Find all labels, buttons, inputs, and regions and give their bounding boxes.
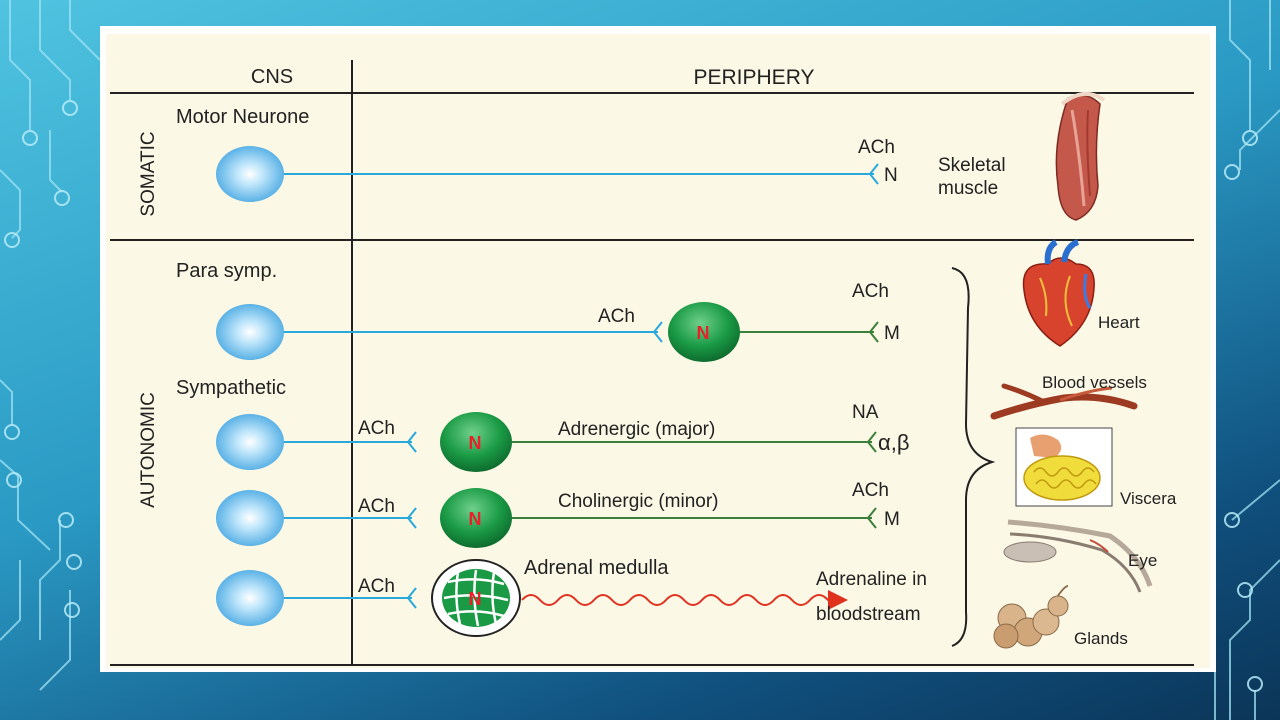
slide-frame: CNS PERIPHERY SOMATIC AUTONOMIC Motor Ne… bbox=[100, 26, 1216, 672]
parasympathetic-title: Para symp. bbox=[176, 260, 277, 282]
autonomic-section-label: AUTONOMIC bbox=[138, 392, 159, 508]
cns-neuron bbox=[216, 570, 284, 626]
organ-label-blood-vessels: Blood vessels bbox=[1042, 373, 1147, 392]
cns-neuron bbox=[216, 304, 284, 360]
skeletal-muscle-label-line2: muscle bbox=[938, 178, 998, 199]
adrenaline-label-line1: Adrenaline in bbox=[816, 569, 927, 590]
ganglion bbox=[440, 412, 512, 472]
ganglion-label: N bbox=[469, 509, 482, 529]
fiber-type-label: Cholinergic (minor) bbox=[558, 491, 719, 512]
adrenaline-label-line2: bloodstream bbox=[816, 604, 921, 625]
adrenal-medulla-row: ACh N Adrenal medulla Adrenaline in bloo… bbox=[216, 557, 927, 637]
cns-neuron bbox=[216, 414, 284, 470]
organ-label-heart: Heart bbox=[1098, 313, 1140, 332]
table-grid bbox=[110, 60, 1194, 666]
motor-neurone-row: Motor Neurone ACh N Skeletal muscle bbox=[176, 92, 1106, 221]
receptor-label: N bbox=[884, 165, 898, 186]
ganglion bbox=[440, 488, 512, 548]
sympathetic-title: Sympathetic bbox=[176, 377, 286, 399]
post-transmitter-label: NA bbox=[852, 402, 879, 423]
adrenaline-wave bbox=[521, 590, 848, 610]
somatic-section-label: SOMATIC bbox=[138, 131, 159, 216]
target-organs-brace bbox=[951, 267, 996, 647]
parasympathetic-row: Para symp. ACh N ACh M bbox=[176, 260, 900, 362]
receptor-label: M bbox=[884, 323, 900, 344]
receptor-label: M bbox=[884, 509, 900, 530]
autonomic-nervous-system-diagram: CNS PERIPHERY SOMATIC AUTONOMIC Motor Ne… bbox=[110, 60, 1194, 666]
pre-transmitter-label: ACh bbox=[358, 418, 395, 439]
cns-neuron bbox=[216, 146, 284, 202]
ganglion bbox=[668, 302, 740, 362]
adrenal-medulla-label: Adrenal medulla bbox=[524, 557, 669, 579]
glands-icon bbox=[993, 585, 1069, 649]
pre-transmitter-label: ACh bbox=[598, 306, 635, 327]
cns-neuron bbox=[216, 490, 284, 546]
skeletal-muscle-label-line1: Skeletal bbox=[938, 155, 1006, 176]
viscera-icon bbox=[1015, 427, 1113, 507]
transmitter-label: ACh bbox=[858, 137, 895, 158]
skeletal-muscle-icon bbox=[1055, 92, 1106, 221]
pre-transmitter-label: ACh bbox=[358, 576, 395, 597]
periphery-header: PERIPHERY bbox=[694, 66, 815, 89]
fiber-type-label: Adrenergic (major) bbox=[558, 419, 715, 440]
receptor-label: α,β bbox=[878, 430, 910, 455]
organ-label-viscera: Viscera bbox=[1120, 489, 1177, 508]
post-transmitter-label: ACh bbox=[852, 480, 889, 501]
motor-neurone-title: Motor Neurone bbox=[176, 106, 309, 128]
adrenal-medulla-cell bbox=[431, 559, 521, 637]
ganglion-label: N bbox=[697, 323, 710, 343]
sympathetic-adrenergic-row: Sympathetic ACh N Adrenergic (major) NA … bbox=[176, 377, 910, 472]
nerve-ending bbox=[868, 163, 879, 185]
ganglion-label: N bbox=[469, 589, 482, 609]
organ-label-glands: Glands bbox=[1074, 629, 1128, 648]
sympathetic-cholinergic-row: ACh N Cholinergic (minor) ACh M bbox=[216, 480, 900, 548]
heart-icon bbox=[1022, 239, 1095, 347]
ganglion-label: N bbox=[469, 433, 482, 453]
post-transmitter-label: ACh bbox=[852, 281, 889, 302]
pre-transmitter-label: ACh bbox=[358, 496, 395, 517]
blood-vessel-icon bbox=[990, 383, 1138, 420]
eye-icon bbox=[1003, 519, 1153, 593]
organ-label-eye: Eye bbox=[1128, 551, 1157, 570]
cns-header: CNS bbox=[251, 66, 293, 88]
